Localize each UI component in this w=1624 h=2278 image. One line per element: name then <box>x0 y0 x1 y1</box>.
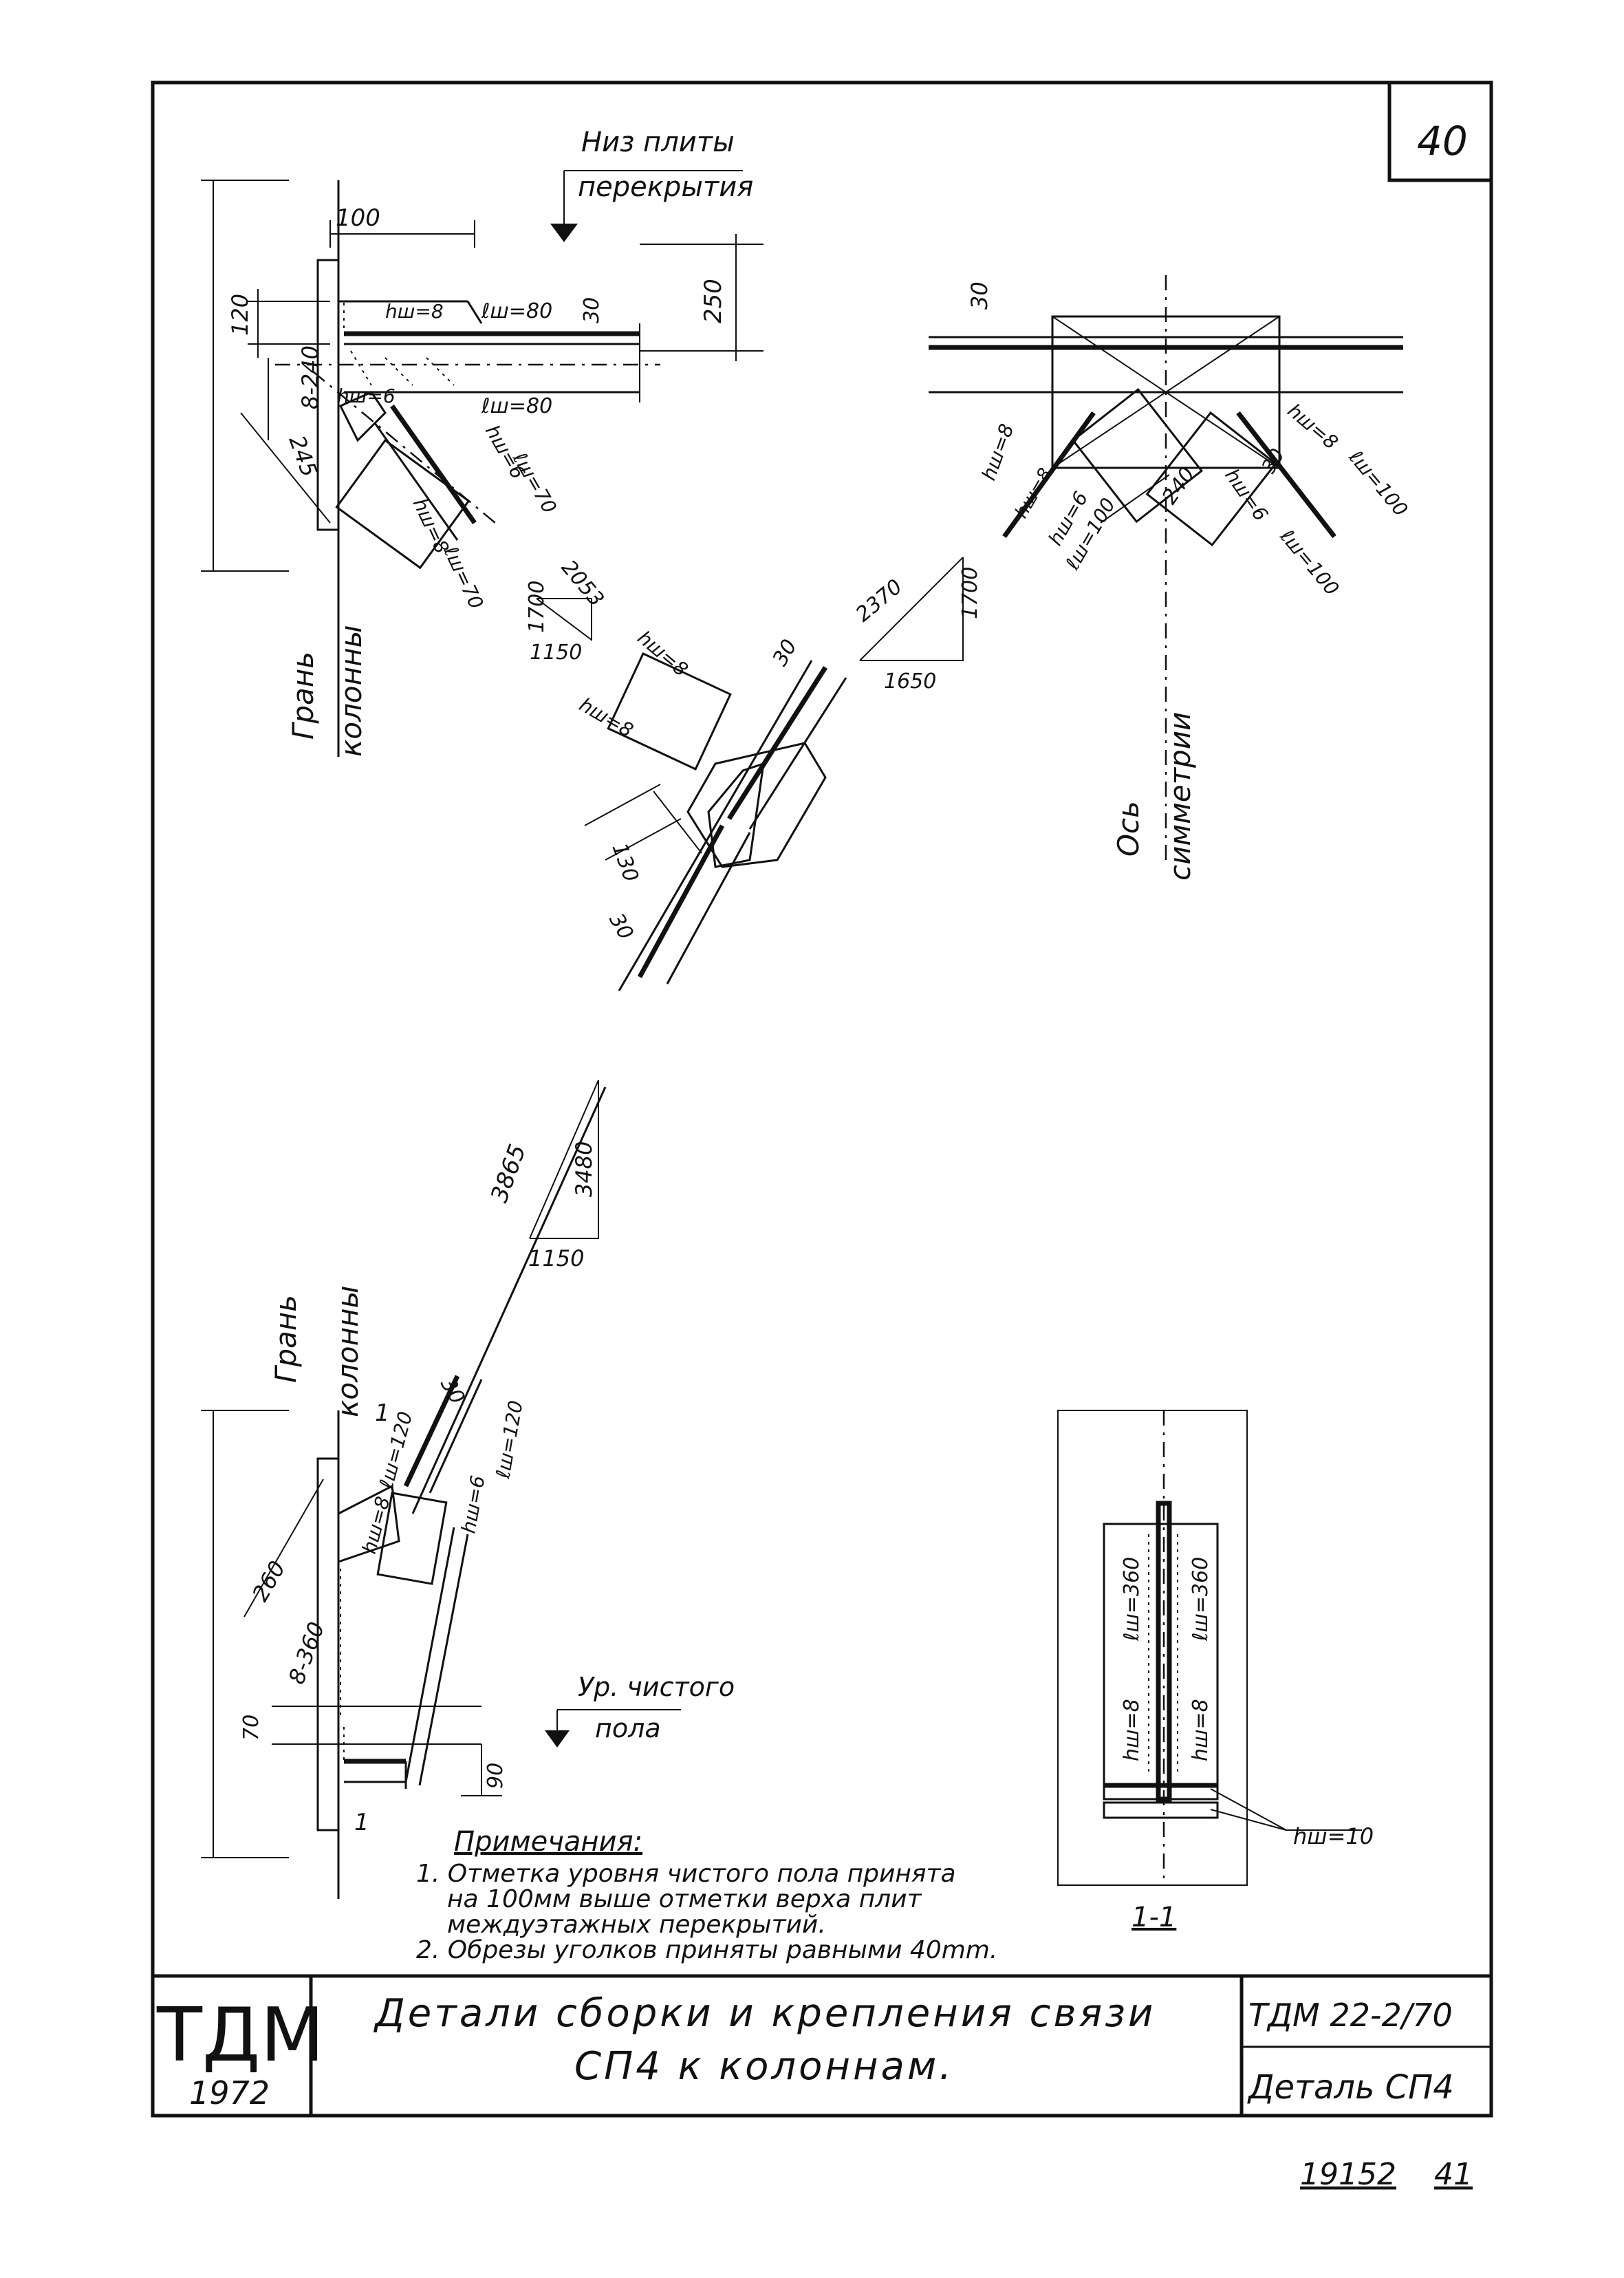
section-label: 1-1 <box>1132 1902 1176 1933</box>
column-face-label-2: колонны <box>334 625 368 757</box>
dim-90: 90 <box>484 1763 508 1789</box>
detail-upper-right: 30 hш=8 hш=8 hш=6 ℓш=100 240 hш=6 30 hш=… <box>929 275 1412 881</box>
column-face-b-label-2: колонны <box>331 1285 365 1417</box>
drawing-title-line1: Детали сборки и крепления связи <box>373 1991 1156 2036</box>
dim-1700-b: 1700 <box>958 567 982 619</box>
weld-lw70-a: ℓш=70 <box>508 448 561 517</box>
dim-3480: 3480 <box>571 1141 597 1197</box>
weld-hw10: hш=10 <box>1293 1823 1374 1849</box>
section-mark-1: 1 <box>375 1399 390 1427</box>
weld-hw8-e: hш=8 <box>1284 399 1343 454</box>
floor-level-label-2: пола <box>595 1713 661 1743</box>
weld-hw6-a: hш=6 <box>337 385 396 407</box>
dim-260: 260 <box>247 1556 290 1606</box>
weld-hw8-g: hш=8 <box>576 693 638 742</box>
dim-30-a: 30 <box>580 297 604 323</box>
dim-30-e: 30 <box>604 910 638 945</box>
drawing-title-line2: СП4 к колоннам. <box>574 2044 954 2089</box>
page-number-box <box>1387 83 1491 182</box>
dim-2053: 2053 <box>556 556 609 612</box>
column-face-label-1: Грань <box>286 652 320 740</box>
note-1-line-2: на 100мм выше отметки верха плит <box>447 1885 922 1913</box>
note-1-line-3: междуэтажных перекрытий. <box>447 1911 826 1939</box>
weld-lw80-a: ℓш=80 <box>481 299 552 323</box>
dim-70: 70 <box>239 1715 263 1741</box>
note-2: 2. Обрезы уголков приняты равными 40mm. <box>416 1936 997 1964</box>
section-1-1: hш=8 ℓш=360 hш=8 ℓш=360 hш=10 1-1 <box>1057 1410 1374 1933</box>
dim-30-b: 30 <box>966 281 993 310</box>
weld-hw8-i: hш=8 <box>1120 1699 1144 1761</box>
weld-lw80-b: ℓш=80 <box>481 394 552 418</box>
weld-lw360-b: ℓш=360 <box>1189 1557 1213 1642</box>
org-logo: ТДМ <box>156 1992 325 2078</box>
page-number: 40 <box>1417 118 1468 164</box>
weld-lw70-b: ℓш=70 <box>439 542 488 612</box>
detail-lower-left: 3865 3480 1150 Грань колонны 30 ℓш=120 ℓ… <box>201 1079 735 1899</box>
dim-1700-a: 1700 <box>525 581 549 633</box>
column-face-b-label-1: Грань <box>269 1295 303 1383</box>
document-code: ТДМ 22-2/70 <box>1248 1997 1453 2034</box>
dim-100: 100 <box>336 204 380 232</box>
dim-250: 250 <box>700 279 727 323</box>
dim-120: 120 <box>227 294 253 336</box>
symmetry-axis-label-1: Ось <box>1112 801 1145 857</box>
weld-lw100-b: ℓш=100 <box>1344 446 1412 521</box>
dim-2370: 2370 <box>852 574 907 627</box>
dim-8-360: 8-360 <box>283 1618 330 1687</box>
weld-hw8-c: hш=8 <box>977 421 1019 484</box>
sheet-index: 41 <box>1434 2157 1473 2192</box>
slab-bottom-label-1: Низ плиты <box>581 127 735 158</box>
section-mark-2: 1 <box>354 1809 369 1836</box>
weld-lw360-a: ℓш=360 <box>1120 1557 1144 1642</box>
dim-130: 130 <box>607 840 642 885</box>
dim-30-d: 30 <box>768 635 802 670</box>
dim-8-240: 8-240 <box>297 345 323 409</box>
dim-30-f: 30 <box>435 1374 469 1409</box>
notes-heading: Примечания: <box>454 1826 642 1858</box>
slab-bottom-label-2: перекрытия <box>578 171 753 203</box>
weld-hw6-d: hш=6 <box>1220 464 1273 525</box>
weld-hw8-a: hш=8 <box>385 300 444 323</box>
dim-1650: 1650 <box>884 669 936 694</box>
weld-hw8-h: hш=8 <box>358 1494 395 1556</box>
drawing-frame <box>151 80 1493 2118</box>
weld-hw6-e: hш=6 <box>457 1474 489 1535</box>
detail-center: 2370 1700 1650 30 hш=8 hш=8 130 30 <box>576 557 982 991</box>
dim-240: 240 <box>1158 463 1200 509</box>
weld-lw120-b: ℓш=120 <box>491 1399 527 1481</box>
inventory-number: 19152 <box>1300 2157 1396 2192</box>
notes-block: Примечания: 1. Отметка уровня чистого по… <box>416 1826 997 1964</box>
weld-hw8-j: hш=8 <box>1189 1699 1213 1761</box>
dim-1150-a: 1150 <box>530 641 582 665</box>
dim-3865: 3865 <box>486 1141 532 1206</box>
floor-level-label-1: Ур. чистого <box>578 1672 735 1702</box>
dim-1150-b: 1150 <box>528 1245 584 1271</box>
year: 1972 <box>189 2074 270 2112</box>
weld-hw8-d: hш=8 <box>1011 464 1056 522</box>
detail-name: Деталь СП4 <box>1247 2068 1454 2107</box>
symmetry-axis-label-2: симметрии <box>1163 712 1197 881</box>
note-1-line-1: 1. Отметка уровня чистого пола принята <box>416 1860 956 1888</box>
